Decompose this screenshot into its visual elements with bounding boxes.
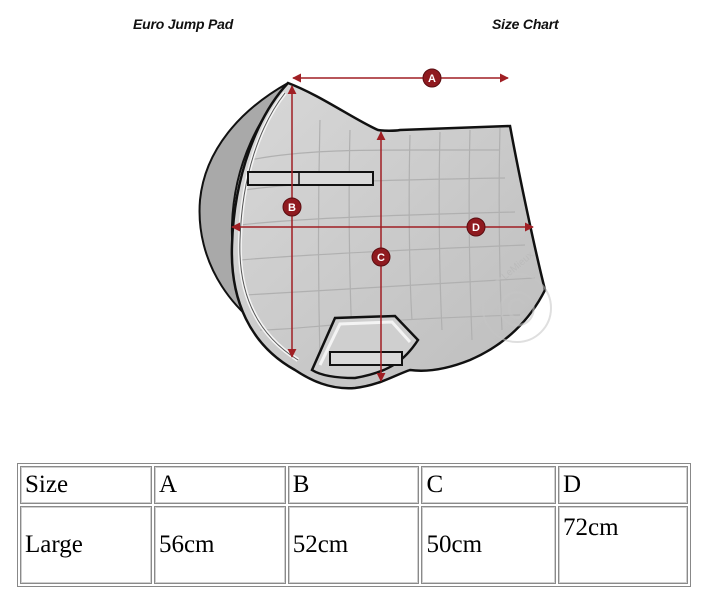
header-cell-a: A — [153, 466, 286, 504]
marker-d: D — [466, 217, 486, 237]
cell-c-value: 50cm — [421, 506, 557, 584]
saddle-pad-diagram: © LeMieux A B C D — [198, 68, 552, 390]
header-cell-d: D — [558, 466, 688, 504]
svg-text:C: C — [377, 252, 385, 264]
cell-d-value: 72cm — [558, 506, 688, 584]
header-cell-size: Size — [20, 466, 152, 504]
size-table: Size A B C D Large 56cm 52cm 50cm 72cm — [17, 463, 691, 587]
table-header-row: Size A B C D — [20, 466, 688, 504]
svg-text:D: D — [472, 222, 480, 234]
product-title: Euro Jump Pad — [133, 16, 234, 32]
cell-b-value: 52cm — [287, 506, 420, 584]
header-cell-c: C — [421, 466, 557, 504]
svg-text:B: B — [288, 202, 296, 214]
svg-text:©: © — [499, 281, 536, 337]
marker-c: C — [371, 247, 391, 267]
svg-text:A: A — [428, 73, 436, 85]
watermark-logo: © LeMieux — [482, 250, 552, 343]
header-cell-b: B — [287, 466, 420, 504]
size-chart-title: Size Chart — [492, 16, 559, 32]
marker-a: A — [422, 68, 442, 88]
marker-b: B — [282, 197, 302, 217]
cell-size-value: Large — [20, 506, 152, 584]
pad-body — [230, 81, 547, 390]
strap-loop-top — [247, 171, 374, 186]
quilting-pattern — [239, 119, 536, 361]
cell-a-value: 56cm — [153, 506, 286, 584]
table-row: Large 56cm 52cm 50cm 72cm — [20, 506, 688, 584]
